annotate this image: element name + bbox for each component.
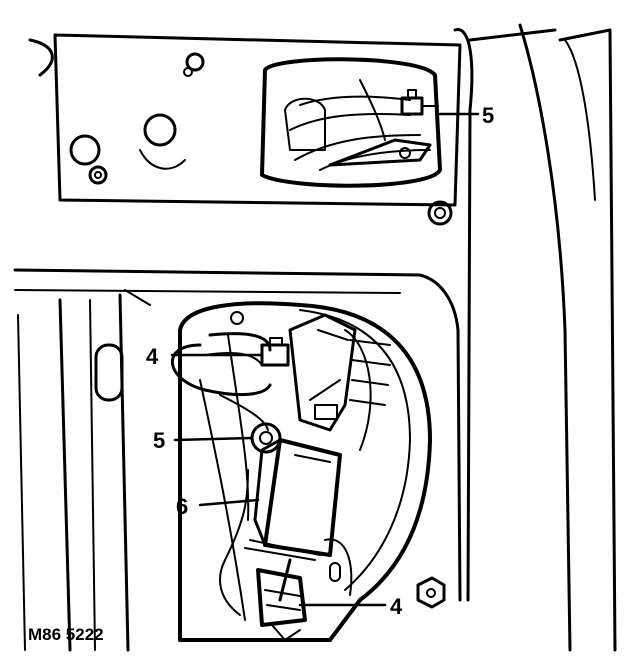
callout-6: 6 (176, 494, 188, 519)
leader-lines (170, 112, 480, 607)
callout-5-top: 5 (482, 103, 494, 128)
upper-door-panel (28, 33, 462, 226)
callout-4-upper: 4 (146, 344, 159, 369)
callout-4-lower: 4 (390, 594, 403, 619)
door-frame (453, 23, 617, 652)
lower-door-panel (13, 268, 462, 652)
lock-actuator-assembly (170, 313, 391, 641)
figure-reference-code: M86 5222 (28, 625, 104, 644)
callout-5-mid: 5 (153, 428, 165, 453)
